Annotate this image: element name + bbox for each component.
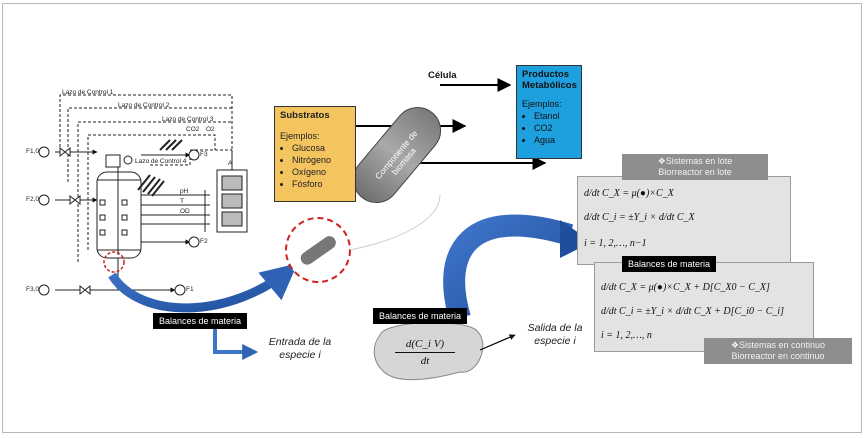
- substratos-subtitle: Ejemplos:: [280, 131, 320, 141]
- producto-item: Agua: [534, 135, 576, 145]
- substrato-item: Oxígeno: [292, 167, 350, 177]
- cell-title: Célula: [428, 70, 457, 81]
- stream-f10: F1,0: [26, 148, 40, 155]
- producto-item: CO2: [534, 123, 576, 133]
- control-loop-3-label: Lazo de Control 3: [162, 116, 214, 123]
- cell-capsule: [352, 106, 442, 204]
- substrato-item: Glucosa: [292, 143, 350, 153]
- blue-arrowhead-batch: [560, 220, 592, 258]
- continuous-eq-1: d/dt C_X = μ(●)×C_X + D[C_X0 − C_X]: [601, 282, 770, 293]
- substratos-list: Glucosa Nitrógeno Oxígeno Fósforo: [280, 143, 350, 189]
- stream-f2: F2: [200, 238, 208, 245]
- balance-tag-right: Balances de materia: [622, 256, 717, 272]
- productos-box: Productos Metabólicos Ejemplos: Etanol C…: [516, 65, 582, 159]
- batch-label-line1: ❖Sistemas en lote: [657, 156, 733, 166]
- productos-list: Etanol CO2 Agua: [522, 111, 576, 145]
- substratos-box: Substratos Ejemplos: Glucosa Nitrógeno O…: [274, 106, 356, 202]
- panel-label: A: [228, 160, 233, 167]
- gas-o2-label: O2: [206, 126, 215, 133]
- entrada-label: Entrada de la especie i: [268, 336, 332, 361]
- control-loop-4-label: Lazo de Control 4: [135, 158, 187, 165]
- sensor-od: OD: [180, 208, 190, 215]
- salida-label: Salida de la especie i: [527, 322, 583, 347]
- producto-item: Etanol: [534, 111, 576, 121]
- accumulation-fraction: d(C_i V) dt: [395, 338, 455, 367]
- control-loop-1-label: Lazo de Control 1: [62, 89, 114, 96]
- balance-tag-left: Balances de materia: [153, 313, 248, 329]
- substrato-item: Nitrógeno: [292, 155, 350, 165]
- blue-arrow-entrada: [213, 320, 259, 360]
- substratos-title: Substratos: [280, 110, 330, 121]
- substrato-item: Fósforo: [292, 179, 350, 189]
- reactor-schematic: [38, 94, 248, 296]
- sensor-t: T: [180, 198, 184, 205]
- arrow-salida: [479, 334, 516, 351]
- accumulation-denominator: dt: [420, 355, 430, 367]
- batch-eq-2: d/dt C_i = ±Y_i × d/dt C_X: [584, 212, 695, 223]
- productos-title: Productos Metabólicos: [522, 69, 577, 91]
- cell-zoom: [285, 217, 351, 283]
- batch-eq-1: d/dt C_X = μ(●)×C_X: [584, 188, 674, 199]
- continuous-eq-3: i = 1, 2,…, n: [601, 330, 652, 341]
- continuous-label-line1: ❖Sistemas en continuo: [730, 340, 826, 350]
- batch-eq-3: i = 1, 2,…, n−1: [584, 238, 647, 249]
- stream-f1: F1: [186, 286, 194, 293]
- productos-subtitle: Ejemplos:: [522, 99, 562, 109]
- stream-f20: F2,0: [26, 196, 40, 203]
- sensor-ph: pH: [180, 188, 189, 195]
- batch-label: ❖Sistemas en lote Biorreactor en lote: [622, 154, 768, 180]
- continuous-label-line2: Biorreactor en continuo: [731, 351, 825, 361]
- blue-arrow-to-cell: [108, 263, 298, 313]
- stream-f30: F3,0: [26, 286, 40, 293]
- stream-f3: F3: [200, 151, 208, 158]
- continuous-eq-2: d/dt C_i = ±Y_i × d/dt C_X + D[C_i0 − C_…: [601, 306, 785, 317]
- continuous-label: ❖Sistemas en continuo Biorreactor en con…: [704, 338, 852, 364]
- gas-co2-label: CO2: [186, 126, 200, 133]
- guide-line: [349, 194, 441, 251]
- accumulation-numerator: d(C_i V): [405, 338, 445, 350]
- balance-tag-mid: Balances de materia: [373, 308, 468, 324]
- continuous-equations-box: [594, 262, 814, 352]
- blue-arrow-to-batch: [443, 214, 574, 322]
- figure-frame: [2, 3, 862, 433]
- batch-label-line2: Biorreactor en lote: [658, 167, 732, 177]
- control-loop-2-label: Lazo de Control 2: [118, 102, 170, 109]
